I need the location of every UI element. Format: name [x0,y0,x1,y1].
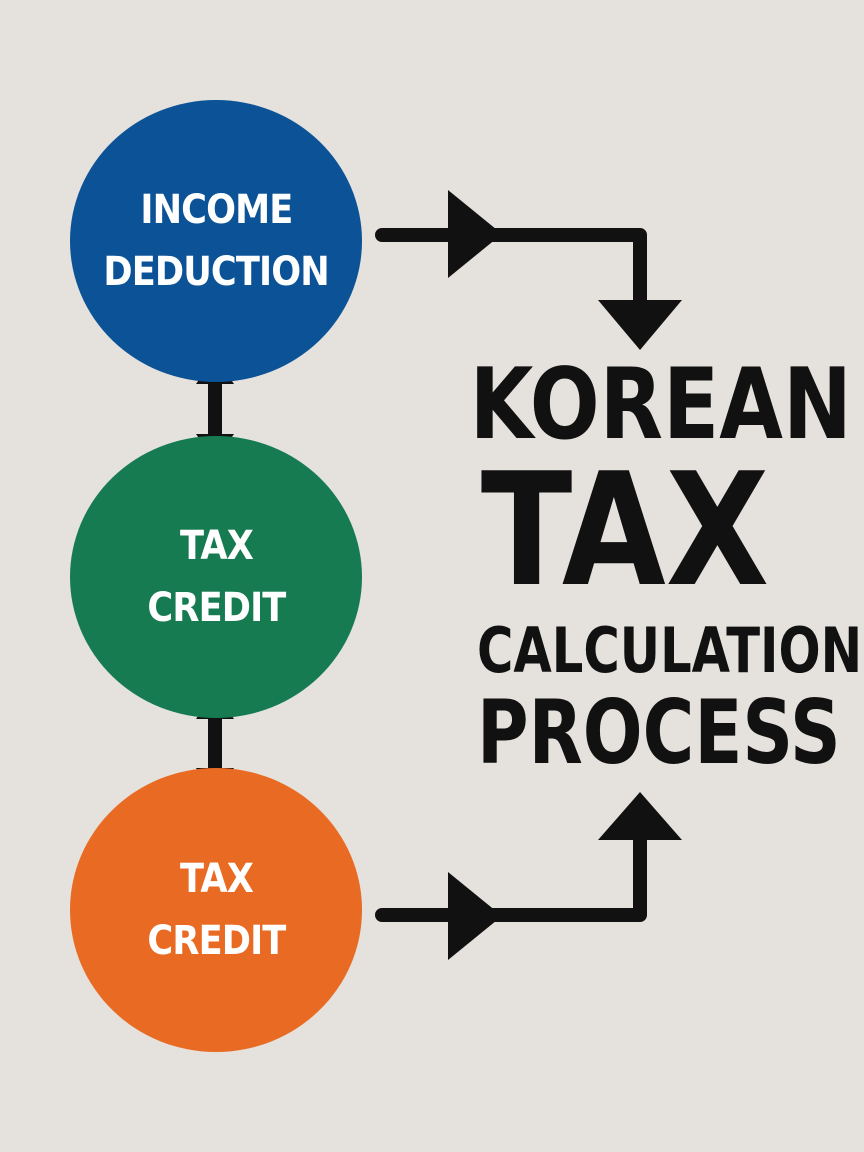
node-label-line: DEDUCTION [103,249,329,295]
node-label-line: CREDIT [146,585,286,631]
node-label-line: TAX [179,856,253,902]
top-connector-line [375,228,647,307]
title-line-korean: KOREAN [469,348,852,462]
bottom-connector-line [375,828,647,922]
right-arrowhead-icon [448,190,502,278]
title-line-tax: TAX [480,439,770,621]
node-label-line: TAX [179,523,253,569]
title-line-calculation: CALCULATION [477,614,863,687]
right-arrowhead-icon [448,872,502,960]
up-arrowhead-icon [598,792,682,840]
title-line-process: PROCESS [477,681,841,784]
down-arrowhead-icon [598,300,682,350]
node-tax-credit-orange: TAX CREDIT [70,768,362,1052]
node-income-deduction: INCOME DEDUCTION [70,100,362,382]
node-label-line: INCOME [139,187,293,233]
node-tax-credit-green: TAX CREDIT [70,436,362,718]
node-label-line: CREDIT [146,918,286,964]
